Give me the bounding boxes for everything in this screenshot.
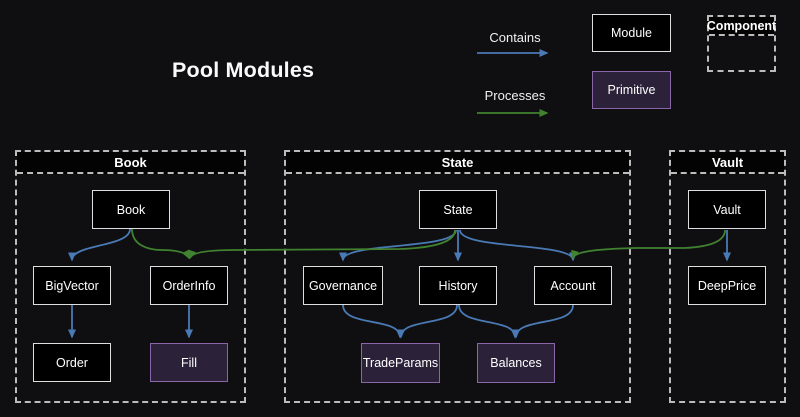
node-book: Book: [92, 190, 170, 229]
node-book-label: Book: [116, 202, 146, 217]
node-deepprice: DeepPrice: [688, 266, 766, 305]
node-vault-label: Vault: [713, 202, 741, 217]
node-fill-label: Fill: [181, 355, 197, 370]
node-state-label: State: [443, 202, 473, 217]
legend-contains-label: Contains: [489, 30, 541, 45]
legend-module-label: Module: [611, 26, 652, 40]
legend-processes-label: Processes: [484, 88, 546, 103]
node-deepprice-label: DeepPrice: [697, 278, 757, 293]
node-history: History: [419, 266, 497, 305]
container-state-title: State: [286, 152, 629, 174]
node-account: Account: [534, 266, 612, 305]
legend-module-box: Module: [592, 14, 671, 52]
node-governance-label: Governance: [308, 278, 378, 293]
node-order-label: Order: [56, 355, 88, 370]
node-bigvector: BigVector: [33, 266, 111, 305]
node-orderinfo-label: OrderInfo: [162, 278, 216, 293]
node-governance: Governance: [303, 266, 383, 305]
container-state: State: [284, 150, 631, 403]
node-balances-label: Balances: [490, 356, 542, 370]
legend-component-box: Component: [707, 15, 776, 72]
node-bigvector-label: BigVector: [45, 278, 99, 293]
node-tradeparams: TradeParams: [361, 343, 440, 383]
node-tradeparams-label: TradeParams: [362, 356, 439, 370]
node-order: Order: [33, 343, 111, 382]
legend-component-label: Component: [707, 17, 776, 36]
node-orderinfo: OrderInfo: [150, 266, 228, 305]
node-fill: Fill: [150, 343, 228, 382]
container-vault: Vault: [669, 150, 786, 403]
page-title: Pool Modules: [172, 58, 315, 82]
container-book-title: Book: [17, 152, 244, 174]
node-vault: Vault: [688, 190, 766, 229]
legend-primitive-label: Primitive: [607, 83, 656, 97]
node-state: State: [419, 190, 497, 229]
node-account-label: Account: [550, 278, 596, 293]
node-balances: Balances: [477, 343, 555, 383]
container-vault-title: Vault: [671, 152, 784, 174]
legend-primitive-box: Primitive: [592, 71, 671, 109]
container-book: Book: [15, 150, 246, 403]
node-history-label: History: [438, 278, 478, 293]
